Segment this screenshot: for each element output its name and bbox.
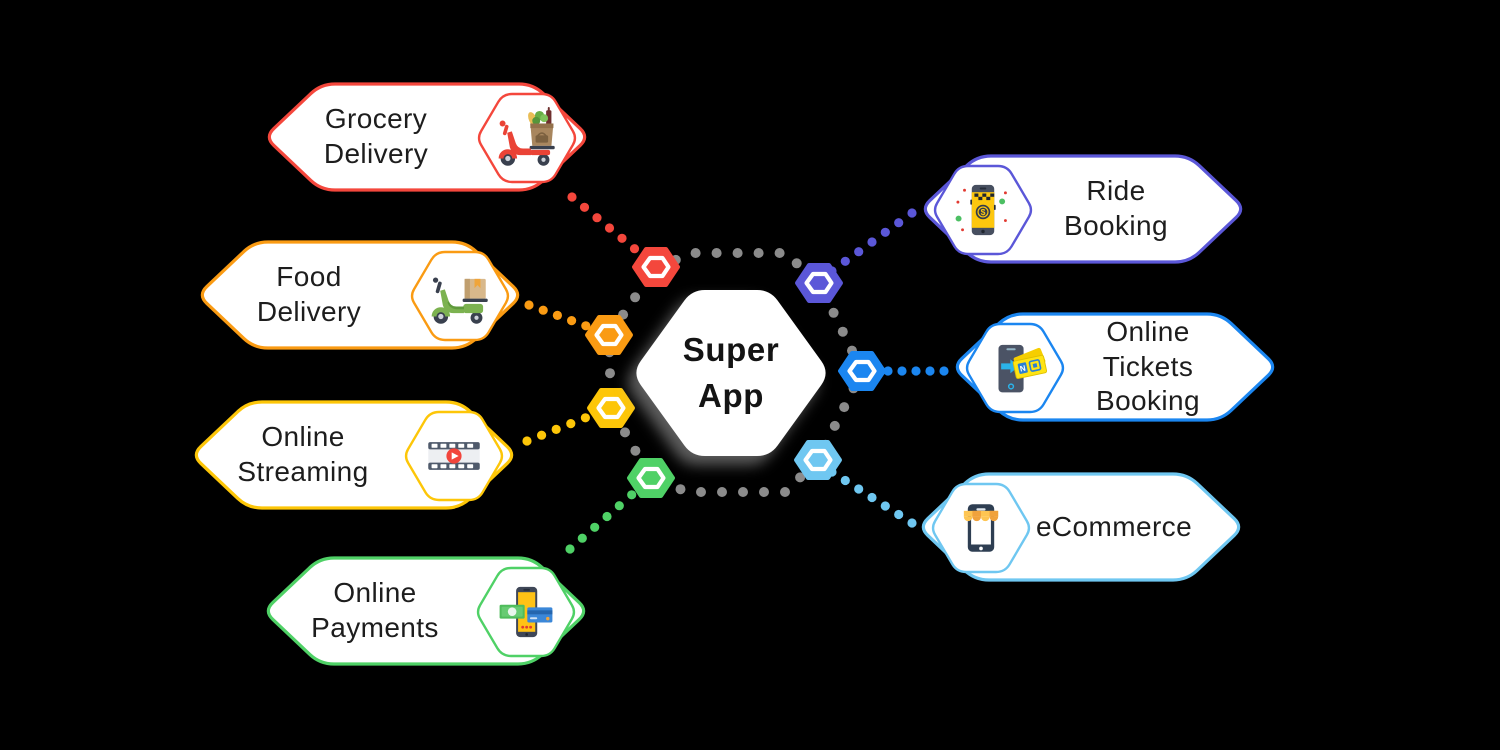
card-label: Online Payments [311,577,439,643]
center-title: Super App [682,330,780,414]
mobile-payment-icon [499,586,553,638]
connector-online-tickets-booking-dots [883,366,949,376]
ticket-letter-glyph: N [1019,364,1027,374]
connector-ecommerce-dots [827,467,917,528]
node-hexagon-grocery-delivery [632,247,680,287]
node-hexagon-online-tickets-booking [838,351,886,391]
card-label: eCommerce [1035,510,1193,542]
node-hexagon-ecommerce [794,440,842,480]
card-label: Online Streaming [237,421,369,487]
taxi-booking-phone-icon: $ [955,184,1007,236]
icon-hexagon [401,407,507,505]
icon-hexagon [407,247,513,345]
card-online-payments: Online Payments [261,553,591,669]
connector-ride-booking-dots [827,208,917,276]
icon-hexagon [928,479,1034,577]
node-hexagon-online-streaming [587,388,635,428]
card-label: Online Tickets Booking [1096,315,1200,417]
node-hexagon-food-delivery [585,315,633,355]
card-label: Grocery Delivery [323,103,429,169]
icon-hexagon [474,89,580,187]
food-delivery-scooter-icon [431,277,488,324]
phone-tickets-icon: N [998,344,1048,393]
grocery-delivery-scooter-icon [498,106,555,166]
card-label: Ride Booking [1064,175,1168,241]
card-online-streaming: Online Streaming [189,397,519,513]
mobile-storefront-icon [963,504,999,552]
card-label: Food Delivery [256,261,362,327]
node-hexagon-online-payments [627,458,675,498]
dollar-glyph: $ [981,207,986,217]
center-hexagon [636,290,826,456]
icon-hexagon [473,563,579,661]
card-ride-booking: Ride Booking [918,151,1248,267]
card-online-tickets-booking: Online Tickets Booking N [950,309,1280,425]
connector-grocery-delivery-dots [567,192,652,264]
film-strip-play-icon [428,442,480,470]
connector-online-payments-dots [565,479,649,554]
card-grocery-delivery: Grocery Delivery [262,79,592,195]
icon-hexagon: N [962,319,1068,417]
card-ecommerce: eCommerce [916,469,1246,585]
node-hexagon-ride-booking [795,263,843,303]
icon-hexagon: $ [930,161,1036,259]
card-food-delivery: Food Delivery [195,237,525,353]
